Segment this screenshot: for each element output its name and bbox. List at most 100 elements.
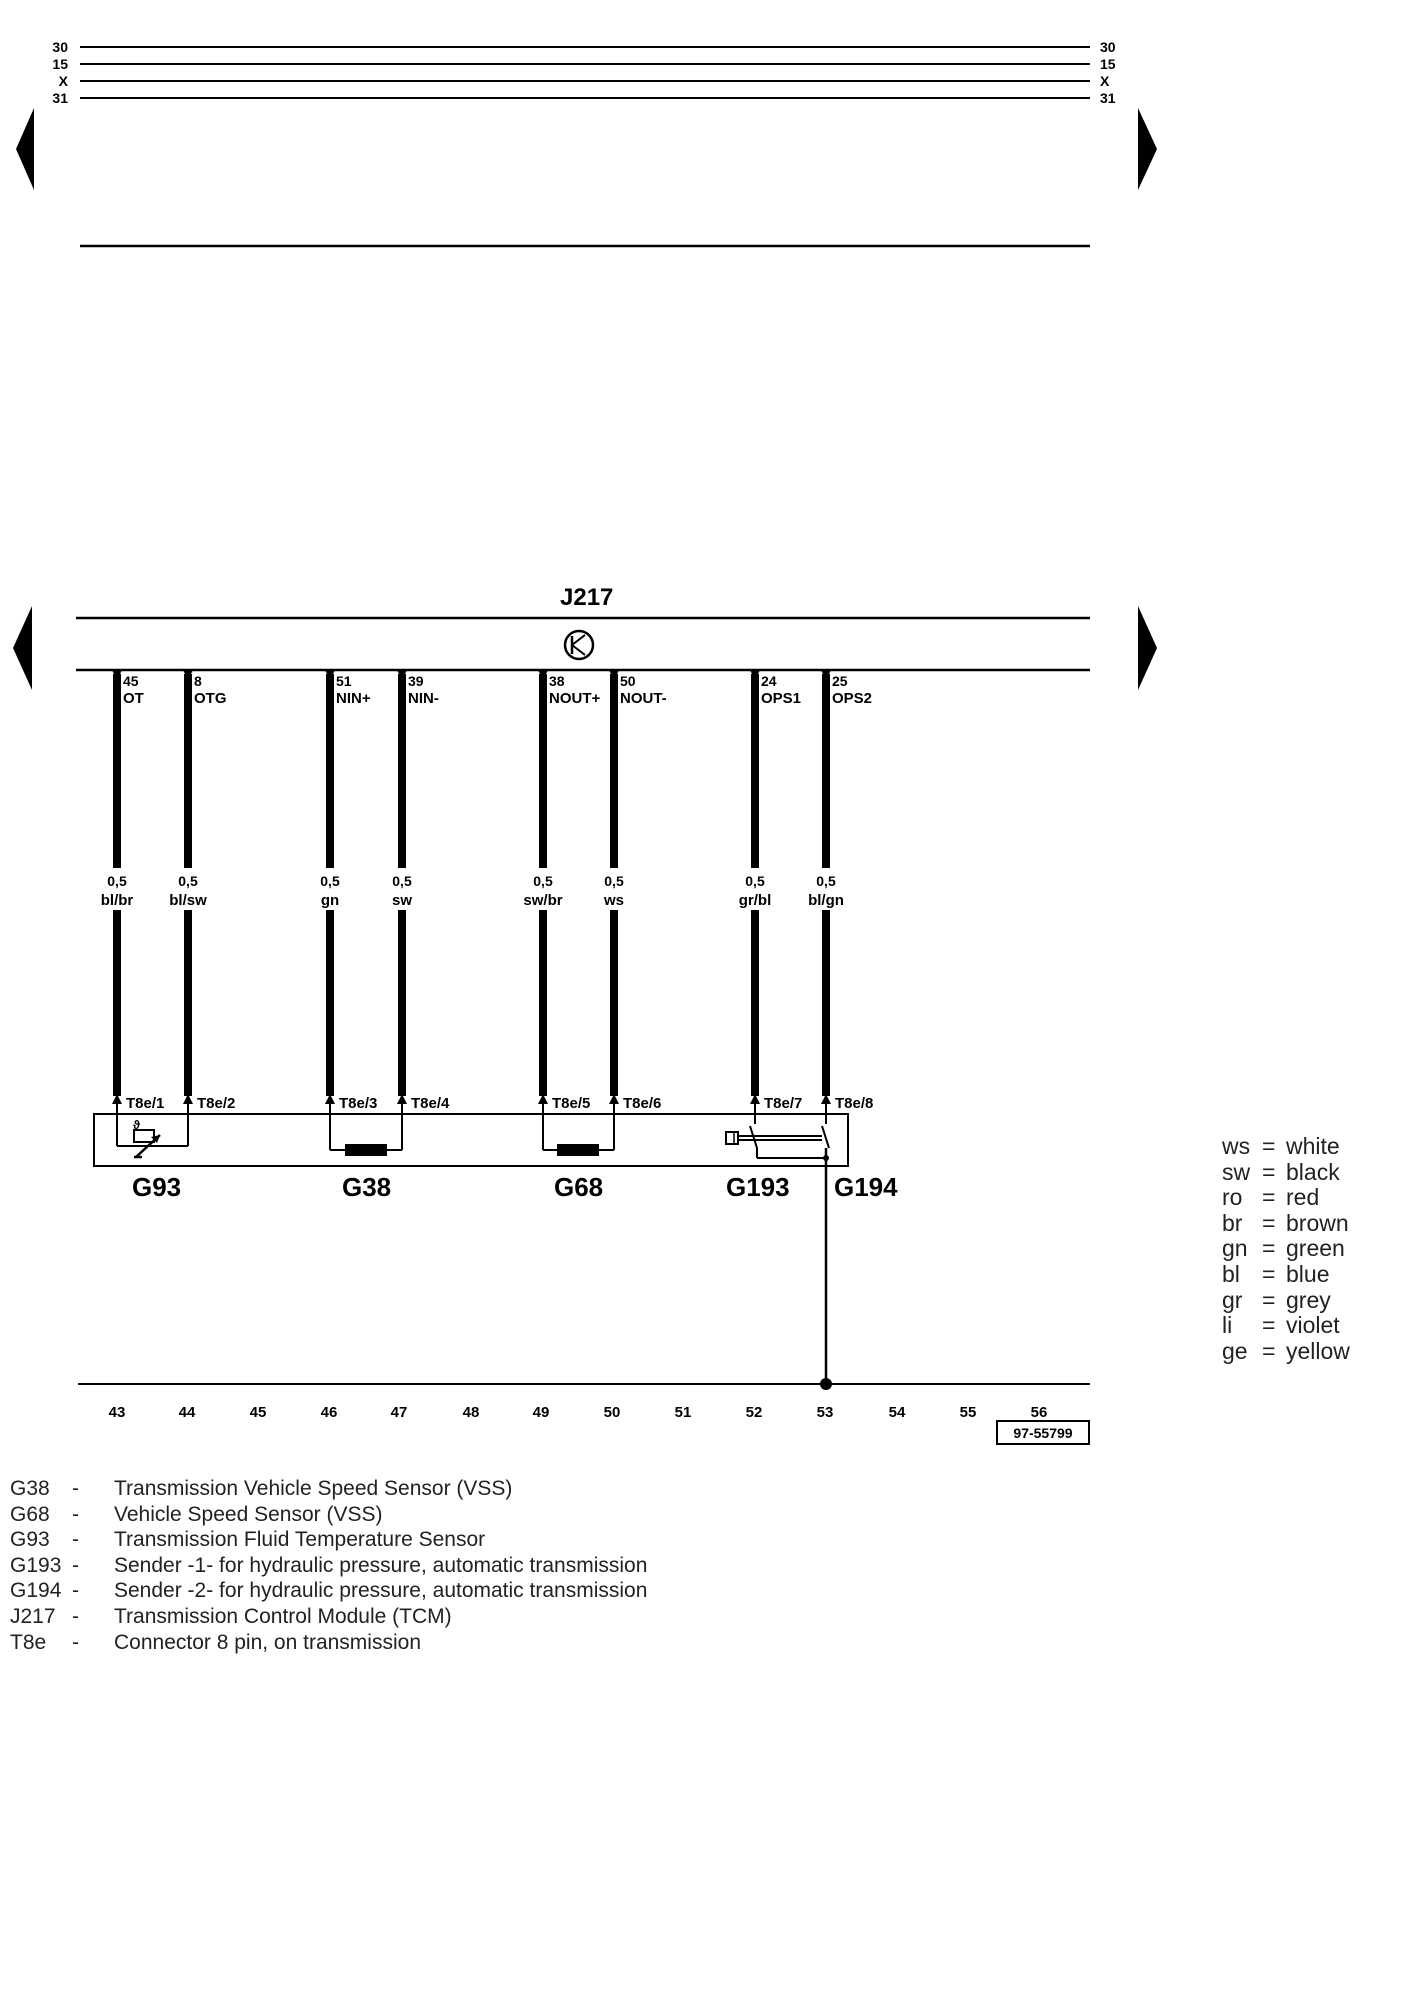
color-legend: ws=white sw=black ro=red br=brown gn=gre…: [1222, 1133, 1350, 1364]
pin-arrow-icon: [750, 670, 760, 680]
component-code: G194: [10, 1579, 62, 1603]
bus-label-30-right: 30: [1100, 39, 1116, 55]
color-legend-item: gn=green: [1222, 1235, 1345, 1262]
track-number: 44: [179, 1404, 196, 1421]
component-legend-item: G38-Transmission Vehicle Speed Sensor (V…: [10, 1477, 513, 1500]
component-legend-item: G193-Sender -1- for hydraulic pressure, …: [10, 1553, 648, 1577]
pin-number: 25: [832, 673, 848, 689]
wire-size: 0,5: [816, 873, 836, 889]
component-code: G38: [10, 1477, 50, 1500]
track-number: 43: [109, 1404, 126, 1421]
track-number: 55: [960, 1404, 977, 1421]
track-number: 56: [1031, 1404, 1048, 1421]
component-label-g193: G193: [726, 1172, 790, 1202]
color-code: ge: [1222, 1337, 1248, 1364]
pin-signal: NOUT-: [620, 690, 667, 707]
color-name: grey: [1286, 1286, 1331, 1313]
connector-pin: T8e/2: [197, 1095, 235, 1112]
wire-size: 0,5: [178, 873, 198, 889]
color-legend-item: ge=yellow: [1222, 1337, 1350, 1364]
prev-arrow-icon-lower[interactable]: [13, 606, 32, 690]
component-code: G68: [10, 1502, 50, 1526]
bus-label-31-left: 31: [52, 90, 68, 106]
prev-arrow-icon[interactable]: [16, 108, 34, 190]
wire-color: sw/br: [523, 892, 562, 909]
transmission-connector-housing: [93, 1113, 849, 1167]
connector-pin: T8e/1: [126, 1095, 164, 1112]
component-description: Connector 8 pin, on transmission: [114, 1630, 421, 1654]
component-legend-item: G93-Transmission Fluid Temperature Senso…: [10, 1528, 486, 1552]
component-legend-item: T8e-Connector 8 pin, on transmission: [10, 1630, 421, 1654]
transistor-icon: [563, 629, 595, 661]
pin-signal: OPS2: [832, 690, 872, 707]
track-number: 49: [533, 1404, 550, 1421]
module-label: J217: [560, 584, 613, 611]
component-label-g38: G38: [342, 1172, 391, 1202]
pin-number: 50: [620, 673, 636, 689]
component-code: J217: [10, 1604, 56, 1628]
temperature-sensor-symbol: ϑ: [116, 1108, 189, 1159]
pin-signal: NOUT+: [549, 690, 600, 707]
color-legend-item: sw=black: [1222, 1158, 1340, 1185]
pin-arrow-icon: [112, 670, 122, 680]
next-arrow-icon[interactable]: [1138, 108, 1157, 190]
component-legend-item: J217-Transmission Control Module (TCM): [10, 1604, 452, 1628]
pin-arrow-icon: [609, 670, 619, 680]
track-number: 46: [321, 1404, 338, 1421]
component-label-g194: G194: [834, 1172, 898, 1202]
pressure-sender-symbol: [725, 1108, 830, 1384]
wire-group: 45OT0,5bl/brT8e/18OTG0,5bl/swT8e/251NIN+…: [101, 670, 873, 1114]
wire-size: 0,5: [392, 873, 412, 889]
track-number: 48: [463, 1404, 480, 1421]
pin-signal: OT: [123, 690, 144, 707]
track-number: 54: [889, 1404, 906, 1421]
pin-arrow-icon: [538, 670, 548, 680]
component-legend-item: G68-Vehicle Speed Sensor (VSS): [10, 1502, 383, 1526]
color-legend-item: gr=grey: [1222, 1286, 1331, 1313]
pin-number: 39: [408, 673, 424, 689]
bus-label-31-right: 31: [1100, 90, 1116, 106]
color-legend-item: li=violet: [1222, 1312, 1340, 1339]
ground-junction: [820, 1378, 832, 1390]
component-legend: G38-Transmission Vehicle Speed Sensor (V…: [10, 1476, 647, 1655]
bus-label-15-right: 15: [1100, 56, 1116, 72]
color-code: sw: [1222, 1158, 1251, 1185]
track-number: 53: [817, 1404, 834, 1421]
color-name: violet: [1286, 1312, 1340, 1339]
diagram-id: 97-55799: [1013, 1425, 1072, 1441]
connector-pin: T8e/6: [623, 1095, 661, 1112]
color-name: red: [1286, 1184, 1320, 1211]
component-description: Sender -2- for hydraulic pressure, autom…: [114, 1579, 648, 1603]
next-arrow-icon-lower[interactable]: [1138, 606, 1157, 690]
supply-bus: [80, 46, 1090, 99]
color-name: white: [1286, 1133, 1340, 1159]
connector-pin: T8e/3: [339, 1095, 377, 1112]
pin-signal: OTG: [194, 690, 227, 707]
wire-color: bl/gn: [808, 892, 844, 909]
pin-arrow-icon: [183, 670, 193, 680]
wire-size: 0,5: [320, 873, 340, 889]
pin-arrow-icon: [397, 670, 407, 680]
connector-pin: T8e/7: [764, 1095, 802, 1112]
component-description: Transmission Fluid Temperature Sensor: [114, 1528, 486, 1552]
pin-number: 45: [123, 673, 139, 689]
track-number: 50: [604, 1404, 621, 1421]
color-code: gr: [1222, 1286, 1243, 1313]
color-legend-item: ws=white: [1222, 1133, 1340, 1159]
track-number: 47: [391, 1404, 408, 1421]
color-code: bl: [1222, 1260, 1240, 1287]
speed-sensor-g38-symbol: [329, 1108, 403, 1156]
color-name: black: [1286, 1158, 1340, 1185]
speed-sensor-g68-symbol: [542, 1108, 615, 1156]
component-description: Vehicle Speed Sensor (VSS): [114, 1502, 383, 1526]
color-code: ro: [1222, 1184, 1243, 1211]
wire-color: sw: [392, 892, 412, 909]
component-code: T8e: [10, 1630, 47, 1654]
